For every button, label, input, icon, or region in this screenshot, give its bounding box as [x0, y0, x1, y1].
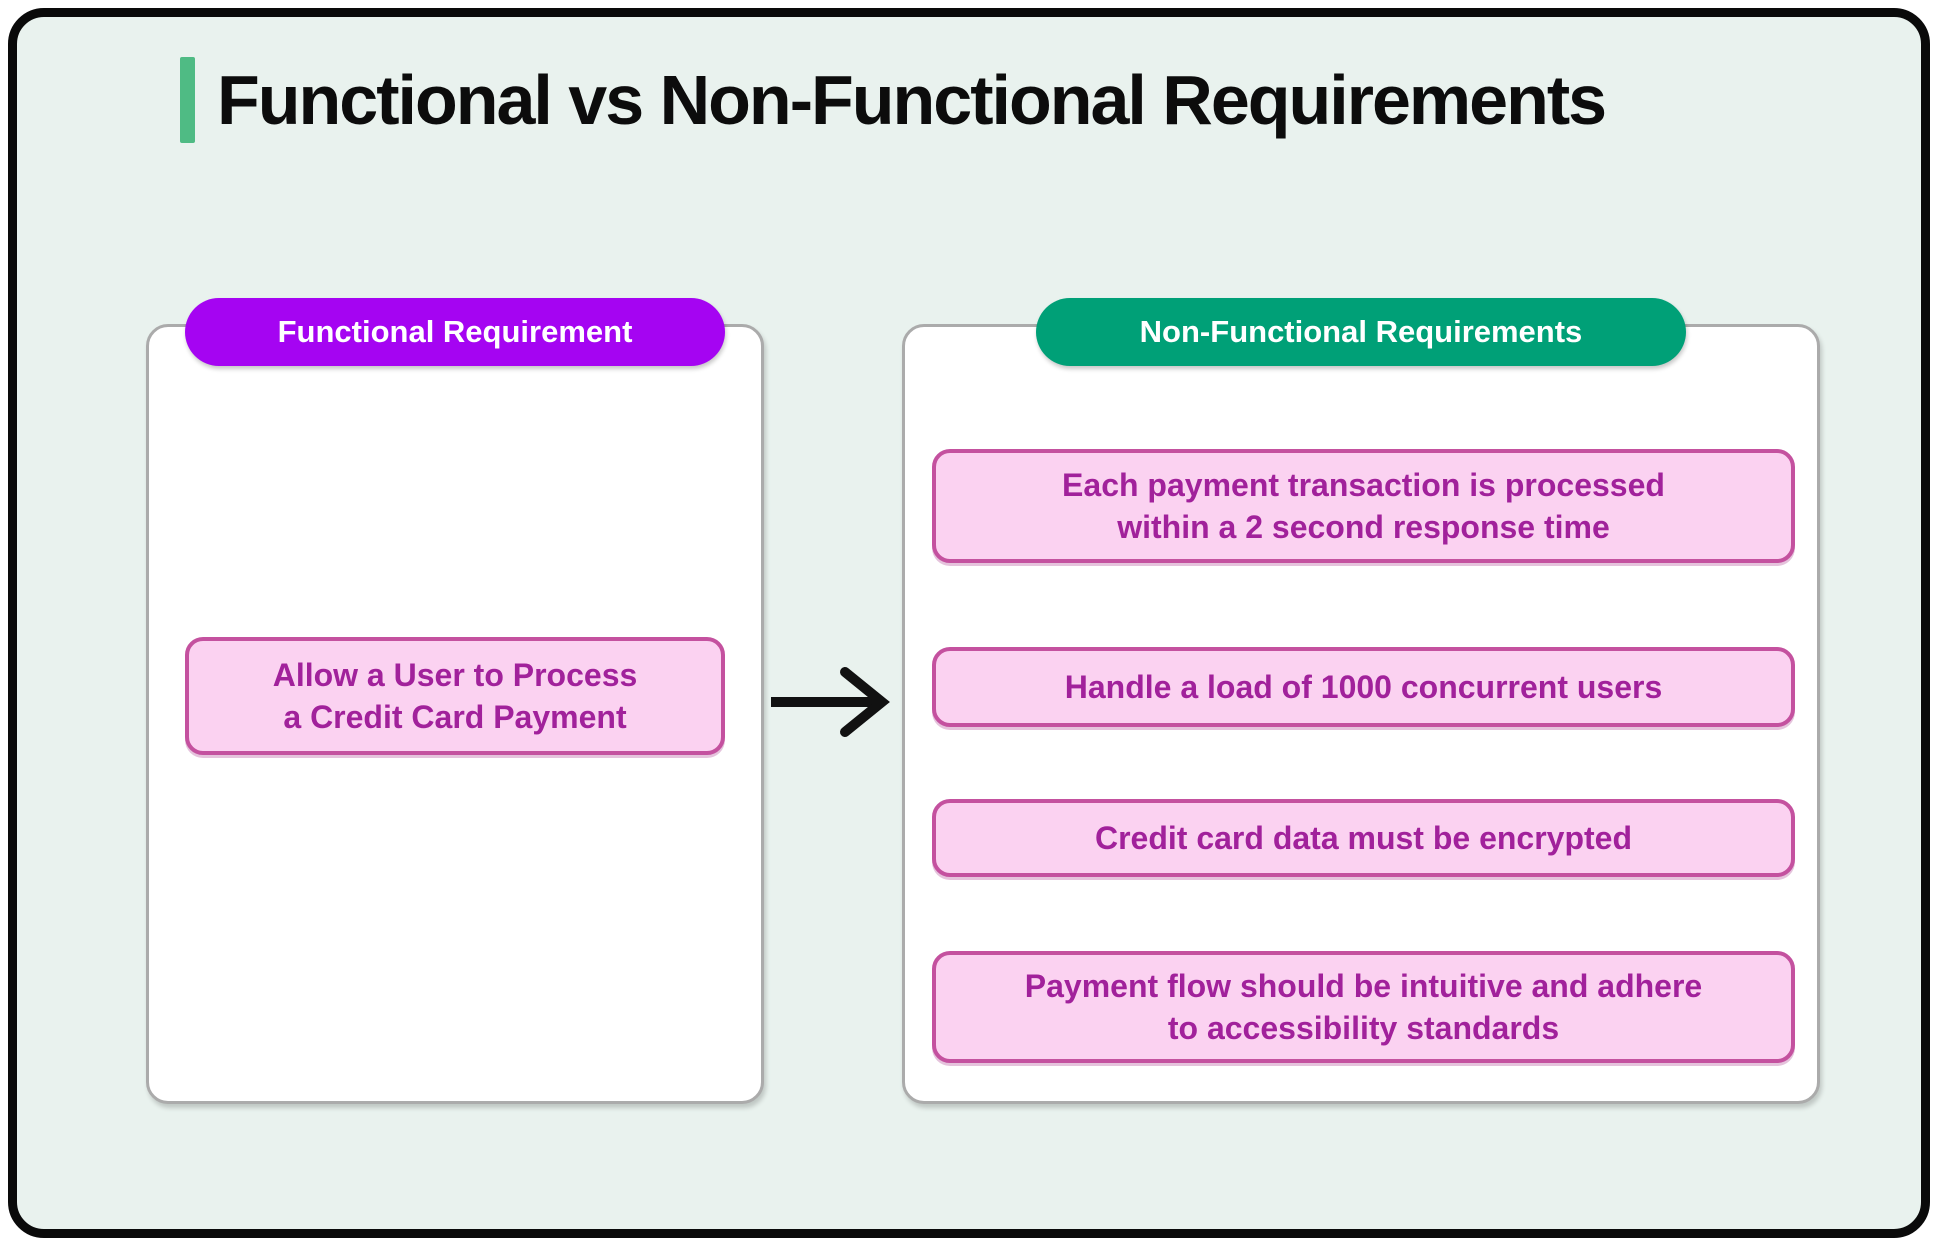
right-arrow-icon: [771, 667, 890, 737]
diagram-frame: Functional vs Non-Functional Requirement…: [8, 8, 1930, 1238]
nonfunctional-item-usability: Payment flow should be intuitive and adh…: [932, 951, 1795, 1063]
nonfunctional-item-load: Handle a load of 1000 concurrent users: [932, 647, 1795, 727]
nonfunctional-item-performance: Each payment transaction is processed wi…: [932, 449, 1795, 563]
title-accent-bar: [180, 57, 195, 143]
functional-header-pill: Functional Requirement: [185, 298, 725, 366]
page-title: Functional vs Non-Functional Requirement…: [217, 61, 1607, 139]
title-row: Functional vs Non-Functional Requirement…: [180, 57, 1607, 143]
nonfunctional-item-security: Credit card data must be encrypted: [932, 799, 1795, 877]
nonfunctional-header-pill: Non-Functional Requirements: [1036, 298, 1686, 366]
nonfunctional-panel: Non-Functional Requirements Each payment…: [902, 298, 1820, 1104]
functional-requirement-item: Allow a User to Process a Credit Card Pa…: [185, 637, 725, 755]
functional-panel: Functional Requirement Allow a User to P…: [146, 298, 764, 1104]
